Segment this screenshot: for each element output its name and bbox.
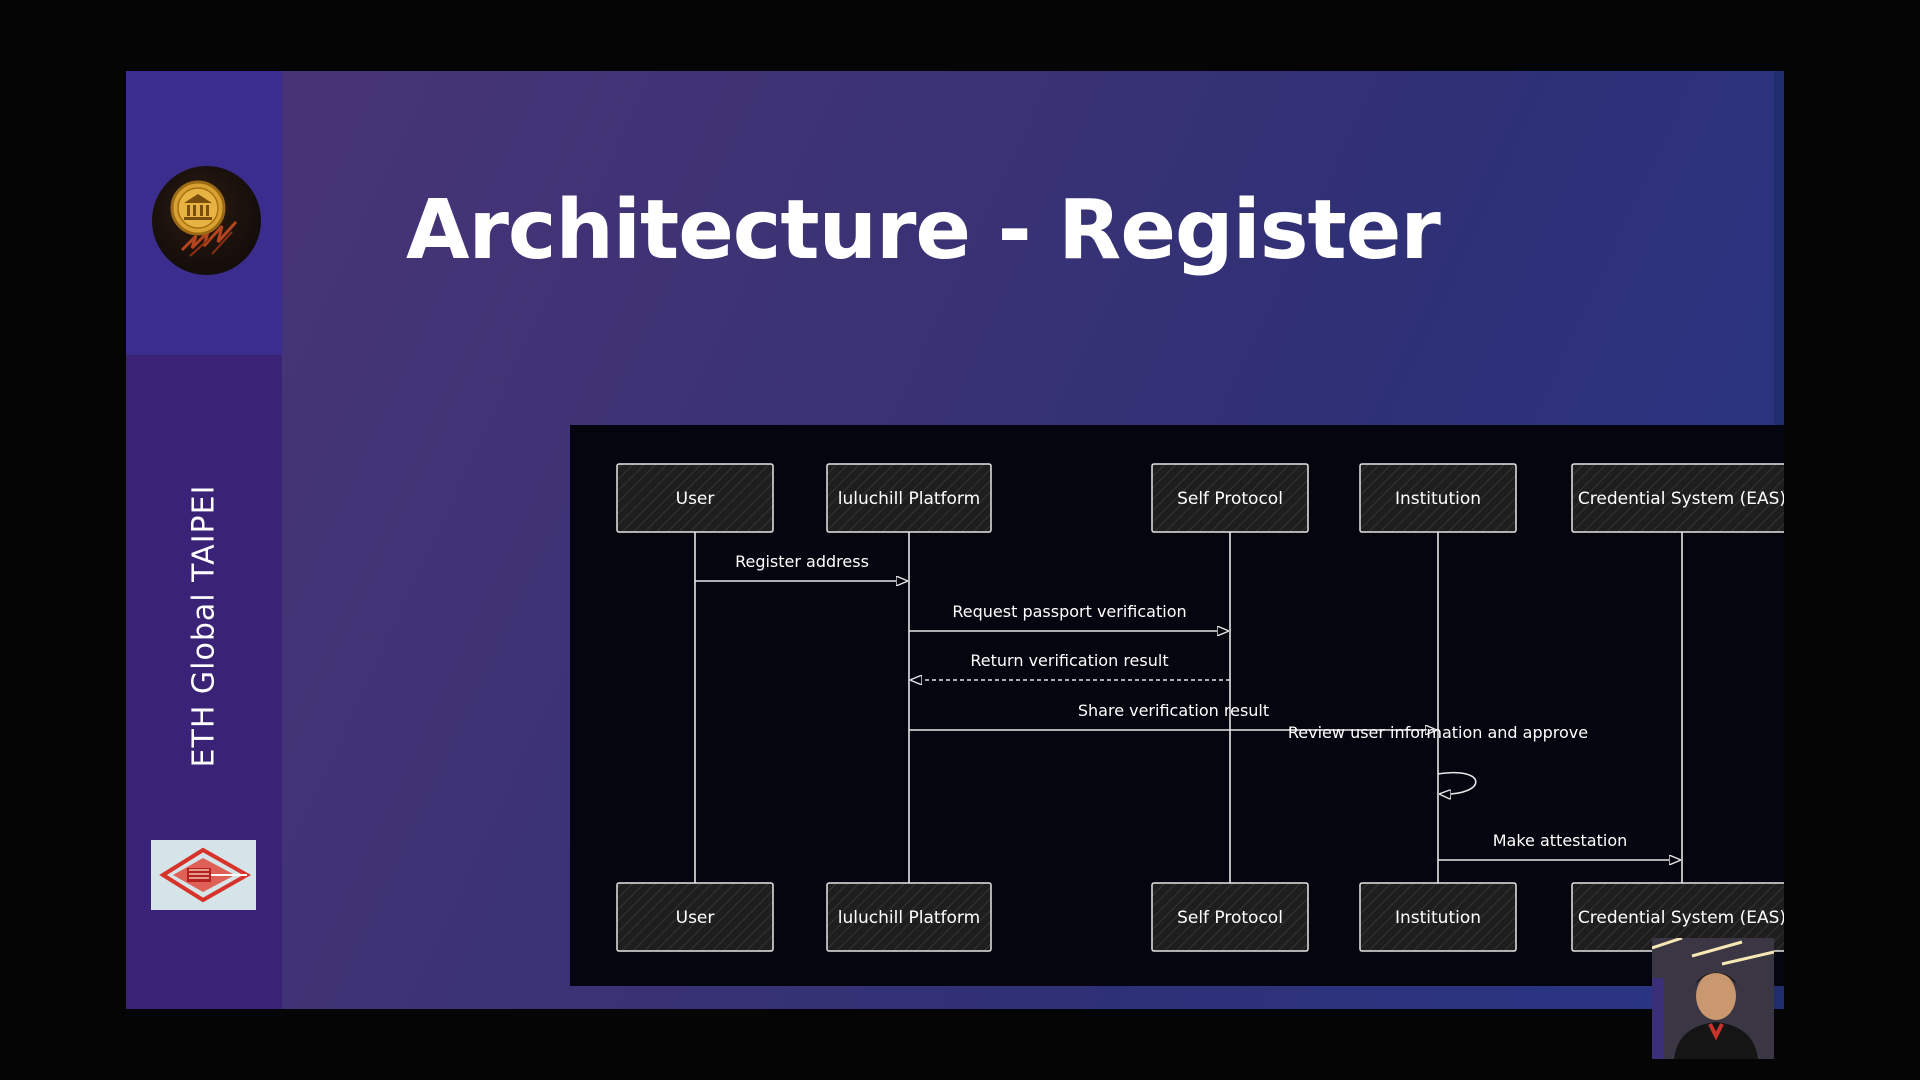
slide-title: Architecture - Register [406, 183, 1441, 278]
participant-label-bottom: Institution [1395, 908, 1481, 928]
participant-label-bottom: Self Protocol [1177, 908, 1283, 928]
participant-box-bottom [616, 882, 774, 952]
participant-box-bottom [1359, 882, 1517, 952]
webcam-thumbnail [1652, 938, 1774, 1059]
participant-box-top [826, 463, 992, 533]
participant-box-top [1359, 463, 1517, 533]
participant-box-bottom [1151, 882, 1309, 952]
message-label: Share verification result [1078, 701, 1269, 720]
lantern-ship-icon [151, 840, 256, 910]
message-label: Register address [735, 552, 869, 571]
bank-coin-icon [152, 166, 261, 275]
participant-box-top [1571, 463, 1784, 533]
self-message-arrow [1437, 771, 1477, 794]
participant-label-bottom: User [676, 908, 715, 928]
participant-label-top: luluchill Platform [838, 489, 980, 509]
participant-box-top [616, 463, 774, 533]
participant-label-top: Self Protocol [1177, 489, 1283, 509]
message-label: Return verification result [970, 651, 1168, 670]
presentation-slide: ETH Global TAIPEI Architecture - Registe… [126, 71, 1784, 1009]
participant-label-bottom: luluchill Platform [838, 908, 980, 928]
slide-sidebar: ETH Global TAIPEI [126, 71, 282, 1009]
message-label: Make attestation [1493, 831, 1628, 850]
participant-label-top: Credential System (EAS) [1578, 489, 1784, 509]
event-name-label: ETH Global TAIPEI [186, 484, 222, 768]
participant-label-top: Institution [1395, 489, 1481, 509]
message-label: Request passport verification [952, 602, 1186, 621]
participant-label-top: User [676, 489, 715, 509]
participant-label-bottom: Credential System (EAS) [1578, 908, 1784, 928]
message-label: Review user information and approve [1288, 723, 1588, 742]
participant-box-bottom [826, 882, 992, 952]
participant-box-top [1151, 463, 1309, 533]
